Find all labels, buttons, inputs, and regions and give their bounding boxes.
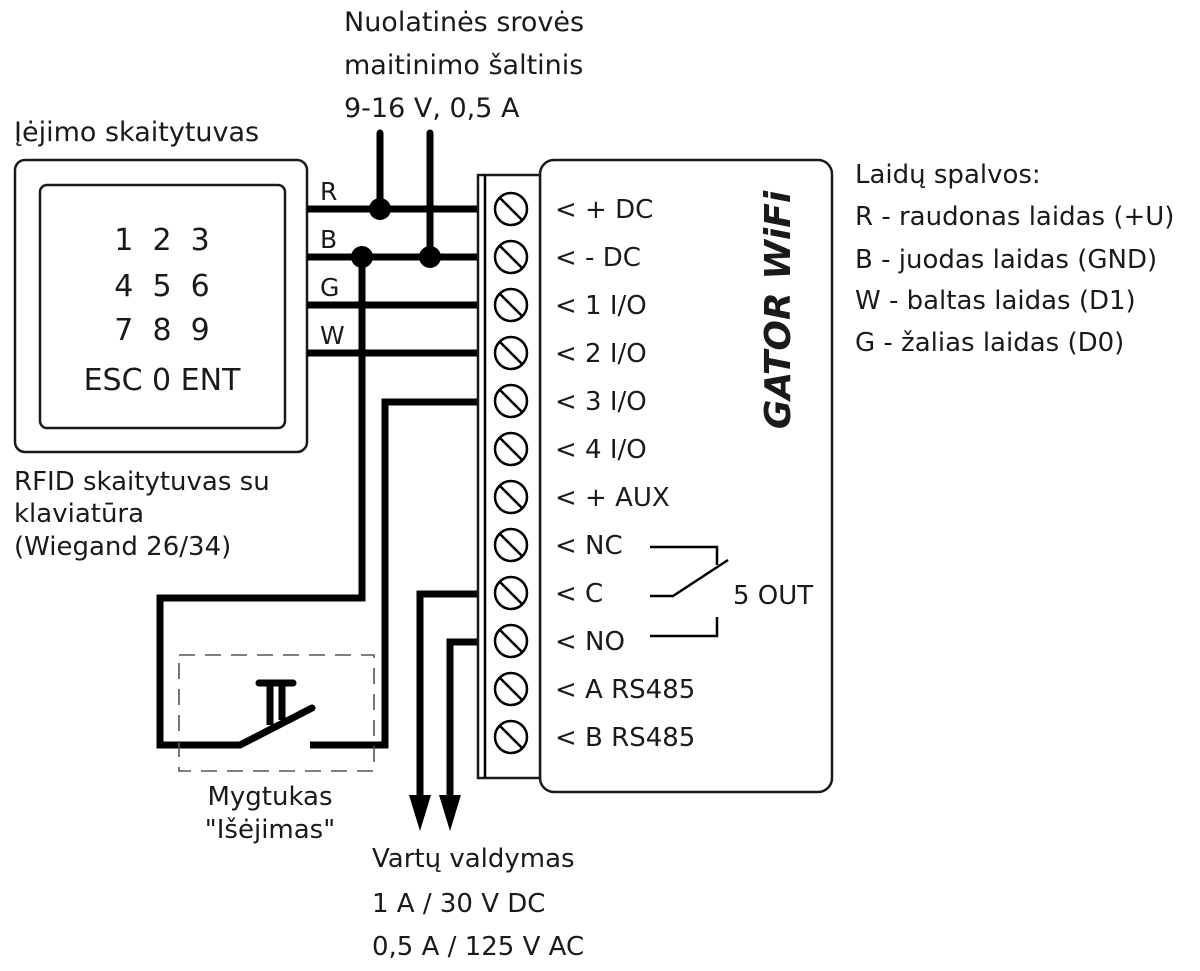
screw-slot [498, 292, 524, 318]
terminal-label: < C [555, 579, 603, 609]
terminal: < NO [493, 623, 625, 659]
screw-slot [498, 532, 524, 558]
wire-label-w: W [320, 321, 345, 350]
relay-no-lead [650, 617, 719, 638]
keypad-reader: 1 2 3 4 5 6 7 8 9 ESC 0 ENT [13, 158, 309, 454]
reader-title: Įėjimo skaitytuvas [14, 117, 259, 148]
terminal: < A RS485 [493, 671, 695, 707]
terminal: < - DC [493, 239, 641, 275]
legend-item-b: B - juodas laidas (GND) [855, 245, 1157, 275]
push-button-contact [236, 704, 316, 749]
terminal: < + DC [493, 191, 653, 227]
wire-button-io3 [310, 398, 480, 749]
keypad-row-2: 4 5 6 [114, 269, 209, 304]
legend-item-w: W - baltas laidas (D1) [855, 286, 1136, 316]
legend-item-g: G - žalias laidas (D0) [855, 328, 1124, 358]
exit-button-enclosure [178, 654, 375, 772]
gator-wifi-module: GATOR WiFi < + DC < - DC < 1 I/O < 2 I/O < 3… [476, 158, 834, 794]
terminal: < C [493, 575, 603, 611]
relay-label: 5 OUT [733, 581, 813, 611]
wire-label-r: R [320, 177, 337, 206]
exit-button-caption-line-1: Mygtukas [207, 782, 332, 812]
screw-slot [498, 676, 524, 702]
gate-control-caption-line-3: 0,5 A / 125 V AC [372, 932, 584, 962]
terminal-label: < 1 I/O [555, 291, 647, 321]
relay-common-contact [650, 558, 729, 598]
keypad-row-1: 1 2 3 [114, 223, 209, 258]
push-button-symbol [236, 679, 316, 749]
gate-control-caption-line-1: Vartų valdymas [372, 844, 575, 874]
terminal-label: < 4 I/O [555, 435, 647, 465]
terminal-label: < - DC [555, 243, 641, 273]
screw-slot [498, 724, 524, 750]
terminal-label: < B RS485 [555, 723, 695, 753]
legend-item-r: R - raudonas laidas (+U) [855, 202, 1174, 232]
wire-relay-c [416, 590, 480, 800]
module-brand: GATOR WiFi [758, 190, 799, 429]
junction-dot-negative [419, 246, 441, 268]
wire-label-g: G [320, 273, 339, 302]
terminal-label: < + DC [555, 195, 653, 225]
terminal-label: < 2 I/O [555, 339, 647, 369]
reader-caption: RFID skaitytuvas su klaviatūra (Wiegand … [14, 467, 270, 562]
terminal: < 1 I/O [493, 287, 647, 323]
screw-slot [498, 244, 524, 270]
terminal-label: < NC [555, 531, 623, 561]
screw-slot [498, 484, 524, 510]
legend-title: Laidų spalvos: [855, 160, 1041, 190]
terminal-label: < A RS485 [555, 675, 695, 705]
power-supply-line-1: Nuolatinės srovės [344, 7, 584, 38]
terminal-list: < + DC < - DC < 1 I/O < 2 I/O < 3 I/O < 4 I/O… [493, 191, 695, 755]
terminal-label: < + AUX [555, 483, 670, 513]
reader-caption-line-1: RFID skaitytuvas su [14, 467, 270, 497]
screw-slot [498, 196, 524, 222]
power-supply-line-2: maitinimo šaltinis [344, 50, 583, 81]
screw-slot [498, 436, 524, 462]
arrow-down-icon [409, 795, 431, 831]
wire-colors-legend: Laidų spalvos: R - raudonas laidas (+U) … [855, 160, 1174, 358]
relay-symbol: 5 OUT [650, 545, 813, 638]
gate-control-caption-line-2: 1 A / 30 V DC [372, 889, 545, 919]
reader-caption-line-2: klaviatūra [14, 499, 144, 529]
terminal: < B RS485 [493, 719, 695, 755]
junction-dot-positive [369, 198, 391, 220]
keypad-row-3: 7 8 9 [114, 313, 209, 348]
terminal: < 4 I/O [493, 431, 647, 467]
terminal: < 2 I/O [493, 335, 647, 371]
screw-slot [498, 388, 524, 414]
wire-label-b: B [320, 225, 337, 254]
power-supply-label: Nuolatinės srovės maitinimo šaltinis 9-1… [344, 7, 584, 124]
reader-inner-panel [38, 183, 287, 430]
terminal: < 3 I/O [493, 383, 647, 419]
terminal: < NC [493, 527, 623, 563]
arrow-down-icon [439, 795, 461, 831]
wire-button-ground [156, 257, 366, 749]
exit-button-caption-line-2: "Išėjimas" [205, 815, 335, 845]
wire-relay-no [446, 638, 480, 800]
terminal-label: < NO [555, 627, 625, 657]
power-supply-line-3: 9-16 V, 0,5 A [344, 93, 520, 124]
keypad-row-4: ESC 0 ENT [84, 363, 242, 398]
screw-slot [498, 580, 524, 606]
screw-slot [498, 628, 524, 654]
screw-slot [498, 340, 524, 366]
terminal: < + AUX [493, 479, 670, 515]
reader-caption-line-3: (Wiegand 26/34) [14, 532, 231, 562]
terminal-label: < 3 I/O [555, 387, 647, 417]
relay-nc-lead [650, 545, 719, 565]
